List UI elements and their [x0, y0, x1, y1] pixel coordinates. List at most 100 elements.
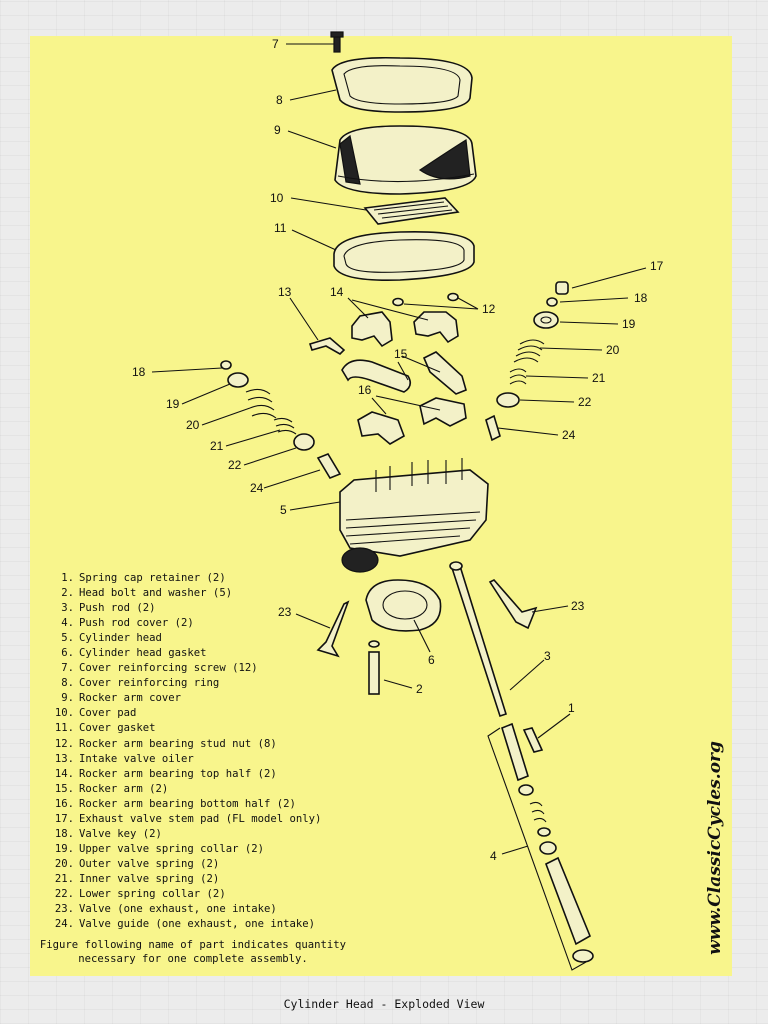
legend-item-text: Rocker arm bearing top half (2)	[79, 767, 277, 780]
part-4-push-rod-cover-group	[487, 722, 594, 971]
legend-item-number: 6.	[61, 647, 74, 660]
legend-item: 12.Rocker arm bearing stud nut (8)	[44, 737, 344, 752]
legend-item-text: Cylinder head	[79, 632, 162, 645]
callout-21-right: 21	[592, 371, 606, 385]
legend-item-text: Cylinder head gasket	[79, 647, 207, 660]
site-watermark: www.ClassicCycles.org	[705, 741, 725, 955]
legend-item: 8.Cover reinforcing ring	[44, 676, 344, 691]
legend-item: 24.Valve guide (one exhaust, one intake)	[44, 917, 344, 932]
callout-11: 11	[274, 221, 287, 235]
callout-21-left: 21	[210, 439, 224, 453]
legend-item: 11.Cover gasket	[44, 721, 344, 736]
legend-item: 19.Upper valve spring collar (2)	[44, 842, 344, 857]
part-6-cylinder-head-gasket	[365, 579, 442, 632]
legend-item-number: 18.	[54, 827, 74, 840]
legend-item-text: Rocker arm cover	[79, 692, 182, 705]
quantity-note: Figure following name of part indicates …	[38, 938, 348, 966]
legend-item: 22. Lower spring collar (2)	[44, 887, 344, 902]
legend-item-text: Lower spring collar (2)	[79, 887, 226, 900]
callout-15: 15	[394, 347, 408, 361]
callout-19-left: 19	[166, 397, 180, 411]
callout-20-left: 20	[186, 418, 200, 432]
part-9-rocker-arm-cover	[334, 125, 477, 195]
part-16-bearing-bottom-halves	[357, 397, 467, 445]
legend-item-number: 22.	[54, 887, 74, 900]
legend-item: 17.Exhaust valve stem pad (FL model only…	[44, 812, 344, 827]
legend-item-number: 24.	[54, 918, 74, 931]
leader-lines	[151, 43, 647, 855]
callout-14: 14	[330, 285, 344, 299]
callout-6: 6	[428, 653, 435, 667]
legend-item-number: 19.	[54, 842, 74, 855]
quantity-note-line-2: necessary for one complete assembly.	[78, 953, 308, 965]
legend-item-text: Inner valve spring (2)	[79, 872, 220, 885]
legend-item-number: 5.	[61, 632, 74, 645]
legend-item: 20. Outer valve spring (2)	[44, 857, 344, 872]
callout-4: 4	[490, 849, 497, 863]
callout-17: 17	[650, 259, 664, 273]
legend-item: 21. Inner valve spring (2)	[44, 872, 344, 887]
legend-item-number: 9.	[61, 692, 74, 705]
callout-18-left: 18	[132, 365, 146, 379]
legend-item-number: 21.	[54, 872, 74, 885]
callout-labels: 7 8 9 10 11 17 18 19 20 21 22 24 13 14 1…	[132, 37, 664, 863]
callout-3: 3	[544, 649, 551, 663]
legend-item-text: Cover gasket	[79, 722, 156, 735]
legend-item-text: Cover reinforcing ring	[79, 677, 220, 690]
legend-item-text: Push rod cover (2)	[79, 617, 194, 630]
callout-23-left: 23	[278, 605, 292, 619]
legend-item: 15. Rocker arm (2)	[44, 782, 344, 797]
legend-item-text: Exhaust valve stem pad (FL model only)	[79, 812, 322, 825]
legend-item: 14. Rocker arm bearing top half (2)	[44, 767, 344, 782]
callout-8: 8	[276, 93, 283, 107]
legend-item-number: 14.	[54, 767, 74, 780]
callout-22-right: 22	[578, 395, 592, 409]
legend-item-number: 2.	[61, 587, 74, 600]
parts-legend: 1. Spring cap retainer (2) 2. Head bolt and…	[44, 571, 344, 932]
legend-item: 16. Rocker arm bearing bottom half (2)	[44, 797, 344, 812]
legend-item-text: Cover pad	[79, 707, 137, 720]
legend-item: 23. Valve (one exhaust, one intake)	[44, 902, 344, 917]
callout-5: 5	[280, 503, 287, 517]
legend-item: 5. Cylinder head	[44, 631, 344, 646]
callout-13: 13	[278, 285, 292, 299]
right-valve-train	[485, 281, 569, 442]
legend-item-text: Rocker arm bearing stud nut (8)	[79, 737, 277, 750]
legend-item-number: 20.	[54, 857, 74, 870]
legend-item: 1. Spring cap retainer (2)	[44, 571, 344, 586]
legend-item-text: Rocker arm (2)	[79, 782, 169, 795]
callout-9: 9	[274, 123, 281, 137]
part-23-valves	[316, 579, 538, 658]
part-13-intake-valve-oiler	[308, 337, 346, 355]
part-3-push-rod	[449, 561, 507, 718]
legend-item-text: Outer valve spring (2)	[79, 857, 220, 870]
callout-24-left: 24	[250, 481, 264, 495]
legend-item: 9. Rocker arm cover	[44, 691, 344, 706]
callout-1: 1	[568, 701, 575, 715]
legend-item-number: 1.	[61, 572, 74, 584]
figure-caption: Cylinder Head - Exploded View	[283, 997, 485, 1011]
legend-item-text: Head bolt and washer (5)	[79, 587, 233, 600]
legend-item-number: 15.	[54, 782, 74, 795]
legend-item-number: 16.	[54, 797, 74, 810]
legend-item-text: Spring cap retainer (2)	[79, 572, 226, 584]
callout-23-right: 23	[571, 599, 585, 613]
callout-24-right: 24	[562, 428, 576, 442]
legend-item-text: Intake valve oiler	[79, 752, 194, 765]
part-10-cover-pad	[363, 197, 460, 225]
legend-item: 7.Cover reinforcing screw (12)	[44, 661, 344, 676]
legend-item-number: 4.	[61, 617, 74, 630]
part-14-bearing-top-halves	[351, 311, 459, 348]
legend-item-text: Push rod (2)	[79, 602, 156, 615]
left-valve-train	[220, 360, 342, 479]
legend-item-number: 23.	[54, 903, 74, 916]
part-15-rocker-arms	[341, 351, 467, 395]
legend-item-text: Valve (one exhaust, one intake)	[79, 903, 277, 916]
legend-item-number: 13.	[54, 752, 74, 765]
legend-item-text: Rocker arm bearing bottom half (2)	[79, 797, 296, 810]
callout-12: 12	[482, 302, 496, 316]
quantity-note-line-1: Figure following name of part indicates …	[39, 939, 347, 951]
legend-item-number: 3.	[61, 602, 74, 615]
callout-22-left: 22	[228, 458, 242, 472]
